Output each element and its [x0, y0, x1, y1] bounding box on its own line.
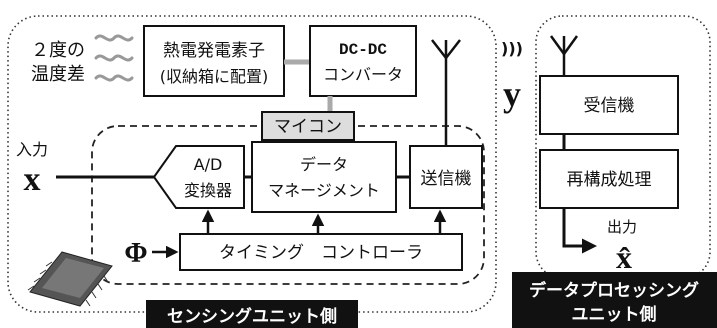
data-management-box	[251, 141, 397, 213]
microchip-icon	[27, 251, 113, 307]
sensing-unit-caption-bg	[146, 300, 358, 328]
input-label: 入力	[16, 140, 48, 159]
dcdc-converter-box	[309, 25, 417, 97]
adc-label-1: A/D	[194, 155, 223, 174]
temperature-diff-label-1: ２度の	[31, 40, 85, 61]
thermo-module-label-1: 熱電発電素子	[163, 41, 265, 61]
microcontroller-label: マイコン	[274, 117, 342, 137]
receiver-box	[539, 75, 679, 135]
output-symbol: x̂	[616, 239, 632, 275]
reconstruction-box	[539, 149, 679, 209]
transmitter-label: 送信機	[421, 169, 472, 189]
input-symbol: x	[24, 161, 41, 198]
thermo-module-box	[143, 25, 285, 97]
heat-wave-icon	[94, 34, 134, 82]
dcdc-label-2: コンバータ	[323, 65, 403, 84]
data-management-label-1: データ	[300, 155, 348, 174]
sensing-antenna-icon	[431, 39, 461, 150]
dcdc-label-1: DC-DC	[339, 41, 387, 59]
processing-unit-caption-bg	[512, 272, 717, 328]
processing-unit-boundary	[535, 15, 711, 279]
receiver-antenna-icon	[549, 35, 579, 76]
receiver-label: 受信機	[584, 96, 635, 116]
wireless-signal-icon: )))	[501, 39, 523, 58]
reconstruction-label: 再構成処理	[567, 170, 652, 190]
temperature-diff-label-2: 温度差	[31, 64, 85, 85]
microcontroller-label-box	[261, 111, 355, 141]
y-symbol: y	[503, 74, 521, 114]
processing-unit-caption-2: ユニット側	[572, 304, 657, 325]
adc-label-2: 変換器	[184, 181, 232, 200]
output-label: 出力	[607, 218, 637, 236]
data-management-label-2: マネージメント	[268, 181, 380, 200]
transmitter-box	[409, 145, 483, 209]
phi-symbol: Φ	[124, 238, 147, 269]
timing-controller-label: タイミング コントローラ	[219, 243, 423, 263]
processing-unit-caption-1: データプロセッシング	[529, 280, 699, 301]
sensing-unit-caption: センシングユニット側	[167, 306, 337, 327]
thermo-module-label-2: (収納箱に配置)	[160, 67, 269, 86]
timing-controller-box	[179, 233, 463, 271]
output-arrow	[562, 208, 597, 254]
